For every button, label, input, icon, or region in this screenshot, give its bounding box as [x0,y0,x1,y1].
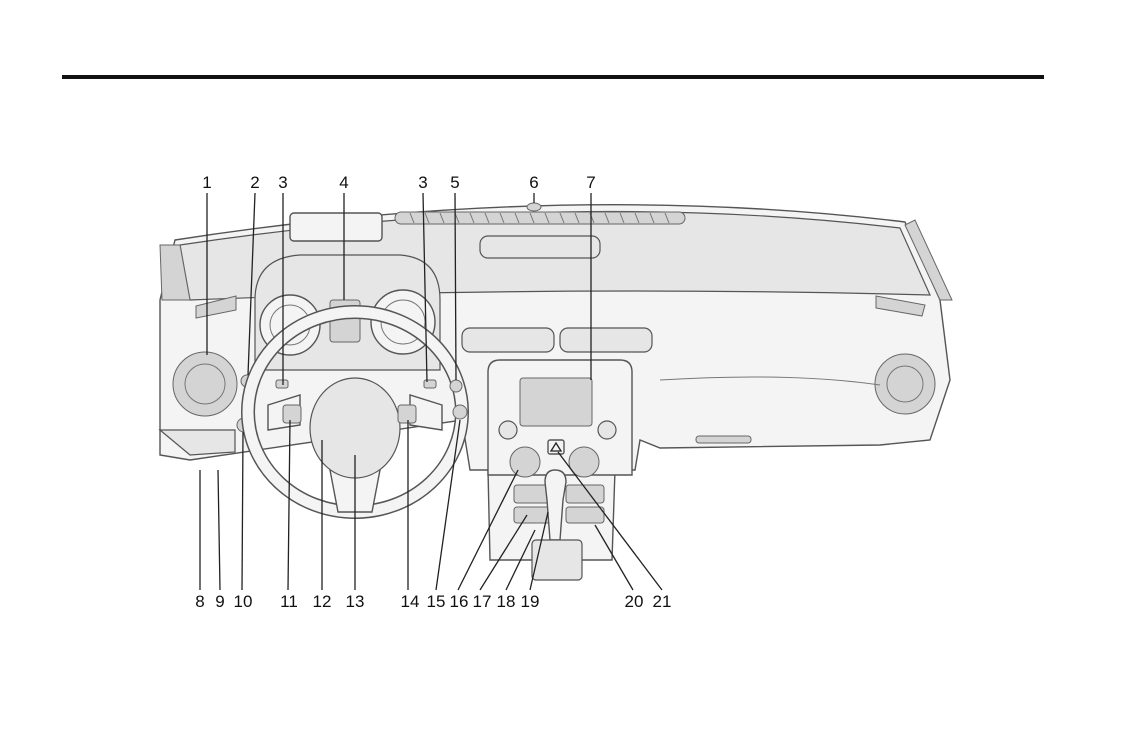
callout-10: 10 [234,592,253,611]
shift-lever [544,469,567,541]
callout-20: 20 [625,592,644,611]
callout-18: 18 [497,592,516,611]
head-up-display-icon [289,212,383,242]
callout-17: 17 [473,592,492,611]
leader-lines [199,192,663,591]
callouts-top: 1 2 3 4 3 5 6 7 [202,173,595,192]
callout-9: 9 [215,592,224,611]
callout-4: 4 [339,173,348,192]
callout-21: 21 [653,592,672,611]
climate-knob-right [568,446,600,478]
callout-13: 13 [346,592,365,611]
side-vent-left [195,295,237,319]
round-vent-left [172,351,238,417]
callout-2: 2 [250,173,259,192]
callout-1: 1 [202,173,211,192]
infotainment-screen [519,377,593,427]
callout-16: 16 [450,592,469,611]
climate-knob-left [509,446,541,478]
callout-3-left: 3 [278,173,287,192]
callout-11: 11 [280,592,298,611]
callout-19: 19 [521,592,540,611]
callout-14: 14 [401,592,420,611]
header-rule [62,75,1044,79]
dashboard-illustration [158,202,953,581]
callout-6: 6 [529,173,538,192]
light-sensor-icon [526,202,542,212]
glovebox-handle [695,435,752,444]
callout-12: 12 [313,592,332,611]
callout-3-right: 3 [418,173,427,192]
defrost-vents [394,211,686,225]
callouts-bottom: 8 9 10 11 12 13 14 15 16 17 18 19 20 21 [195,592,671,611]
round-vent-right [874,353,936,415]
center-vent-right [559,327,653,353]
callout-5: 5 [450,173,459,192]
callout-7: 7 [586,173,595,192]
steering-controls-left [282,404,302,424]
callout-8: 8 [195,592,204,611]
center-vent-left [461,327,555,353]
steering-controls-right [397,404,417,424]
callout-15: 15 [427,592,446,611]
side-vent-right [875,295,926,317]
